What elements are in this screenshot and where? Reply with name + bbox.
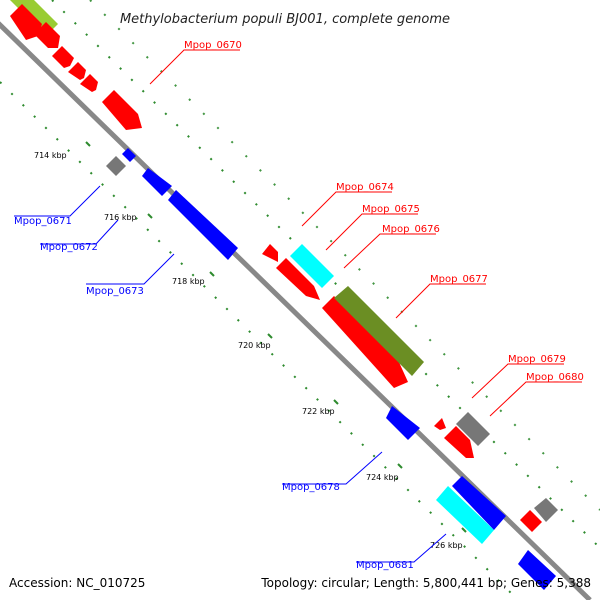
gene-arrow [434,418,446,430]
forward-strand-genes [10,0,558,532]
gene-label: Mpop_0674 [336,182,394,193]
gene-label: Mpop_0678 [282,482,340,493]
gene-label: Mpop_0673 [86,286,144,297]
gene-arrow [10,4,42,40]
gene-arrow [456,412,490,446]
tick-label: 724 kbp [366,473,399,482]
gene-arrow [262,244,278,262]
gene-arrow [444,426,474,458]
tick-label: 722 kbp [302,407,335,416]
gene-arrow [102,90,142,130]
gene-arrow [452,476,506,530]
gene-arrow [142,168,172,196]
forward-label-leaders [149,49,582,417]
gene-arrow [168,190,238,260]
gene-arrow [80,74,98,92]
gene-label: Mpop_0676 [382,224,440,235]
far-outer-dotted-track [89,0,600,511]
tick-label: 726 kbp [430,541,463,550]
gene-arrow [334,286,424,376]
gene-arrow [290,244,334,288]
gene-arrow [436,486,494,544]
gene-label: Mpop_0670 [184,40,242,51]
map-title: Methylobacterium populi BJ001, complete … [120,12,450,27]
gene-label: Mpop_0677 [430,274,488,285]
gene-arrow [386,406,420,440]
reverse-strand-genes [106,148,556,590]
gene-arrow [68,62,86,80]
reverse-label-leaders [14,185,447,563]
gene-arrow [518,550,556,590]
topology-text: Topology: circular; Length: 5,800,441 bp… [260,576,591,590]
gene-label: Mpop_0681 [356,560,414,571]
tick-marks [85,141,467,533]
gene-arrow [322,296,408,388]
tick-label: 718 kbp [172,277,205,286]
gene-arrow [534,498,558,522]
accession-text: Accession: NC_010725 [9,576,145,590]
gene-label: Mpop_0675 [362,204,420,215]
tick-label: 720 kbp [238,341,271,350]
gene-arrow [520,510,542,532]
gene-label: Mpop_0679 [508,354,566,365]
gene-arrow [122,148,136,162]
gene-arrow [106,156,126,176]
gene-arrow [276,258,320,300]
outer-dotted-track [51,0,600,549]
gene-label: Mpop_0680 [526,372,584,383]
gene-arrow [52,46,74,68]
gene-label: Mpop_0672 [40,242,98,253]
gene-arrow [34,22,60,48]
gene-label: Mpop_0671 [14,216,72,227]
tick-label: 716 kbp [104,213,137,222]
tick-label: 714 kbp [34,151,67,160]
